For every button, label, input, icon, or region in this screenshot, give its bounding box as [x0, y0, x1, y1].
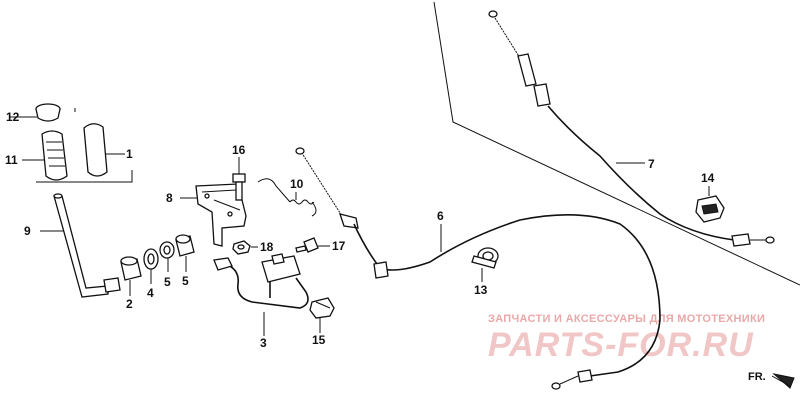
part-14-clip — [695, 186, 725, 223]
callout-5a: 5 — [164, 275, 171, 289]
grip-panel-outline — [36, 108, 133, 183]
part-16-bolt — [232, 157, 246, 201]
callout-11: 11 — [5, 153, 18, 167]
part-11-grip — [22, 130, 68, 181]
part-5a-bushing — [159, 241, 175, 272]
callout-13: 13 — [474, 283, 488, 297]
callout-3: 3 — [260, 336, 267, 350]
part-3-switch-harness — [213, 253, 309, 336]
part-5b-bushing — [175, 234, 195, 272]
part-4-washer — [143, 248, 159, 284]
callout-10: 10 — [290, 177, 304, 191]
callout-17: 17 — [332, 239, 346, 253]
front-direction-label: FR. — [748, 371, 766, 383]
callout-4: 4 — [147, 286, 154, 300]
callout-2: 2 — [126, 297, 133, 311]
part-10-spring — [257, 178, 317, 217]
part-15-clip — [309, 297, 335, 333]
callout-5b: 5 — [182, 274, 189, 288]
part-12-cap — [10, 103, 61, 122]
callout-16: 16 — [232, 143, 246, 157]
part-2-collar — [120, 256, 142, 296]
part-13-clamp — [471, 247, 499, 282]
part-7-cable — [488, 10, 775, 247]
callout-14: 14 — [701, 171, 715, 185]
callout-6: 6 — [437, 209, 444, 223]
part-6-cable — [295, 147, 661, 390]
callout-8: 8 — [166, 191, 173, 205]
part-17-clip — [295, 237, 330, 253]
part-1-tube — [83, 123, 125, 177]
watermark-logo: PARTS-FOR.RU — [488, 326, 754, 364]
callout-9: 9 — [24, 224, 31, 238]
part-18-nut — [232, 240, 258, 255]
callout-15: 15 — [312, 333, 326, 347]
callout-18: 18 — [260, 240, 274, 254]
callout-1: 1 — [126, 147, 133, 161]
front-direction-arrow — [771, 373, 795, 389]
watermark-tagline: ЗАПЧАСТИ И АКСЕССУАРЫ ДЛЯ МОТОТЕХНИКИ — [488, 313, 765, 325]
right-panel-outline — [433, 1, 800, 286]
callout-7: 7 — [648, 157, 655, 171]
callout-12: 12 — [6, 110, 20, 124]
part-9-lever-rod — [40, 193, 121, 298]
